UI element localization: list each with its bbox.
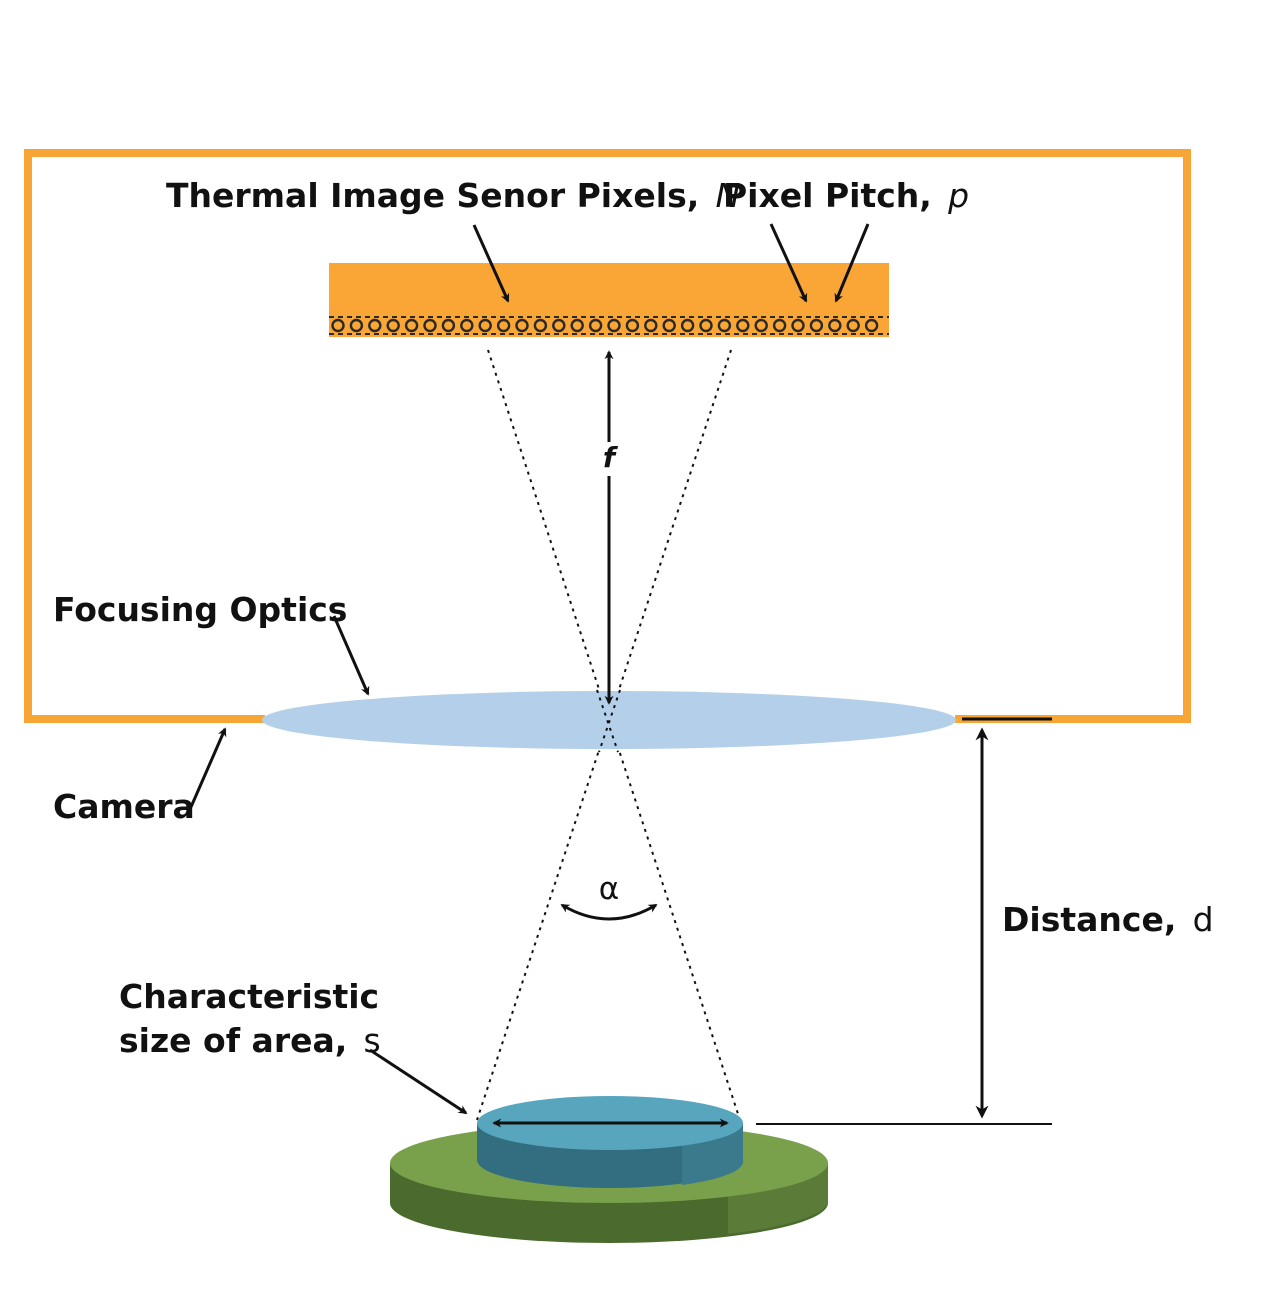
sensor-pixel bbox=[441, 318, 456, 333]
sensor-pixel bbox=[680, 318, 695, 333]
camera-pointer bbox=[189, 727, 227, 808]
sensor-pixel bbox=[533, 318, 548, 333]
area-label-symbol: s bbox=[364, 1021, 381, 1060]
pixel-pitch-label: Pixel Pitch, p bbox=[723, 176, 969, 215]
area-label-line2: size of area, s bbox=[119, 1021, 381, 1060]
sensor-pixel bbox=[496, 318, 511, 333]
focusing-optics-label: Focusing Optics bbox=[53, 590, 347, 629]
distance-label-symbol: d bbox=[1193, 900, 1214, 939]
sensor-pixel bbox=[570, 318, 584, 333]
sensor-pixel bbox=[386, 318, 400, 333]
angle-label: α bbox=[599, 871, 619, 907]
pixel-pitch-label-text: Pixel Pitch, bbox=[723, 176, 932, 215]
focal-length-label: f bbox=[603, 441, 619, 474]
sensor-pixel bbox=[478, 318, 492, 333]
sensor-pixel bbox=[864, 318, 879, 333]
sensor-pixel bbox=[588, 318, 603, 333]
camera-label: Camera bbox=[53, 787, 195, 826]
sensor-pointer-arrow bbox=[472, 224, 510, 303]
area-label-line2-text: size of area, bbox=[119, 1021, 347, 1060]
area-pointer bbox=[369, 1048, 468, 1115]
sensor-pixel bbox=[607, 318, 621, 333]
pixel-pitch-label-symbol: p bbox=[947, 176, 969, 215]
distance-label-text: Distance, bbox=[1002, 900, 1176, 939]
camera-housing bbox=[24, 149, 1191, 723]
sensor-pixel bbox=[717, 318, 732, 333]
distance-label: Distance, d bbox=[1002, 900, 1214, 939]
sensor-pixel bbox=[552, 318, 566, 333]
fov-ray-right-over-lens bbox=[598, 689, 621, 753]
sensor-pixel bbox=[423, 318, 437, 333]
sensor-pixel bbox=[791, 318, 805, 333]
sensor-pixel bbox=[736, 318, 750, 333]
sensor-pixel bbox=[349, 318, 364, 333]
sensor-pixel bbox=[772, 318, 787, 333]
sensor-pixel bbox=[846, 318, 860, 333]
focusing-optics-pointer bbox=[332, 615, 370, 696]
sensor-pixel bbox=[460, 318, 474, 333]
sensor-pixel bbox=[754, 318, 768, 333]
sensor-label-symbol: N bbox=[716, 176, 741, 215]
sensor-pixel-row bbox=[329, 316, 889, 335]
area-label-line1: Characteristic bbox=[119, 977, 379, 1016]
sensor-pixel bbox=[331, 318, 345, 333]
pixel-pitch-pointer-left bbox=[769, 223, 808, 303]
angle-arc bbox=[560, 903, 658, 921]
sensor-label: Thermal Image Senor Pixels, N bbox=[166, 176, 740, 215]
sensor-label-text: Thermal Image Senor Pixels, bbox=[166, 176, 699, 215]
sensor-pixel bbox=[515, 318, 529, 333]
sensor-pixel bbox=[404, 318, 419, 333]
sensor-pixel bbox=[809, 318, 824, 333]
focusing-lens bbox=[262, 691, 956, 749]
sensor-pixel bbox=[699, 318, 713, 333]
sensor-pixel bbox=[644, 318, 658, 333]
sensor-pixel bbox=[828, 318, 842, 333]
pixel-pitch-pointer-right bbox=[834, 223, 870, 303]
sensor-pixel bbox=[625, 318, 640, 333]
sensor-pixel bbox=[368, 318, 382, 333]
sensor-pixel bbox=[662, 318, 676, 333]
fov-ray-left-over-lens bbox=[596, 689, 619, 753]
